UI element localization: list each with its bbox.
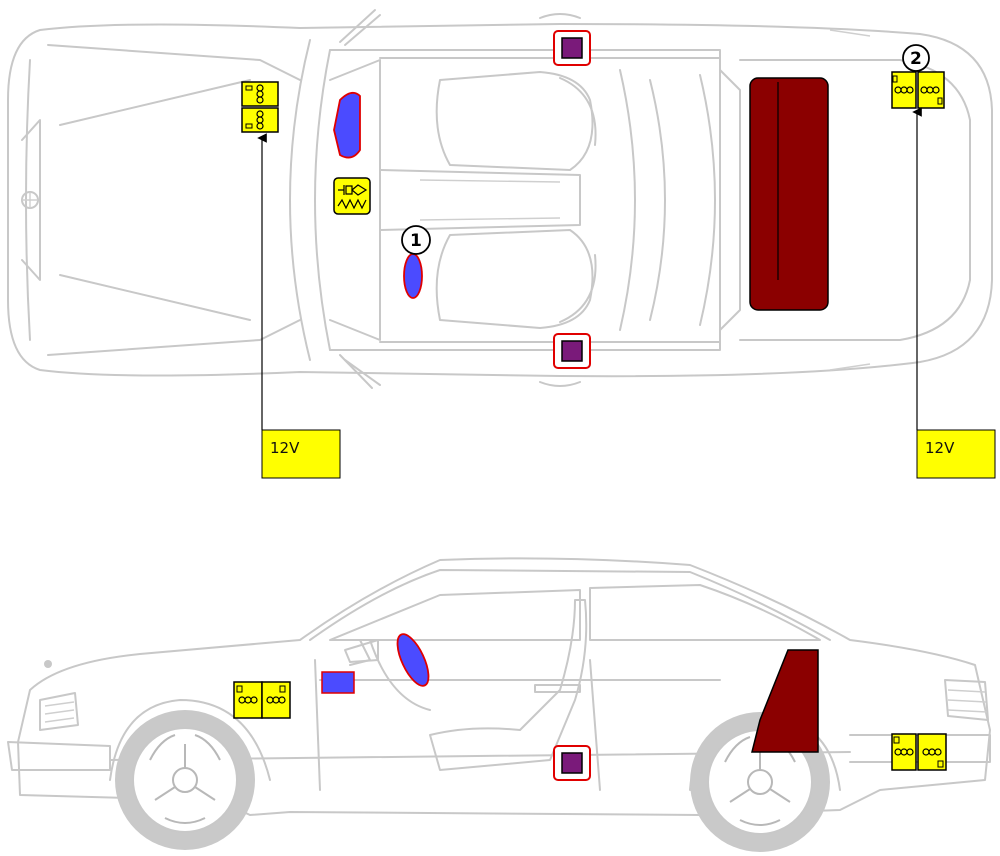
crash-sensor-icon	[553, 333, 591, 369]
gas-generator-icon	[333, 177, 371, 215]
battery-front-side	[233, 681, 291, 719]
airbag-icon	[396, 633, 430, 687]
airbag-icon	[333, 91, 361, 159]
battery-front-top	[241, 81, 279, 133]
battery-rear-top	[891, 71, 945, 109]
battery-icon	[236, 685, 286, 704]
front-wheel	[115, 710, 255, 850]
voltage-label-left: 12V	[261, 429, 341, 479]
fuel-tank-icon	[749, 77, 829, 311]
rear-wheel	[690, 712, 830, 852]
crash-sensor-icon	[553, 30, 591, 66]
battery-icon	[893, 736, 944, 768]
crash-sensor-icon	[553, 745, 591, 781]
battery-icon	[245, 84, 264, 130]
airbag-icon	[403, 253, 423, 299]
airbag-icon	[321, 671, 355, 694]
fuel-tank-icon	[751, 649, 819, 753]
svg-text:12V: 12V	[270, 439, 300, 457]
svg-text:2: 2	[910, 49, 922, 69]
svg-text:12V: 12V	[925, 439, 955, 457]
callout-1: 1	[401, 225, 431, 255]
car-top-view	[7, 9, 993, 389]
voltage-label-right: 12V	[916, 429, 996, 479]
battery-icon	[892, 75, 943, 105]
svg-text:1: 1	[410, 231, 422, 251]
battery-rear-side	[891, 733, 947, 771]
callout-2: 2	[902, 44, 930, 72]
